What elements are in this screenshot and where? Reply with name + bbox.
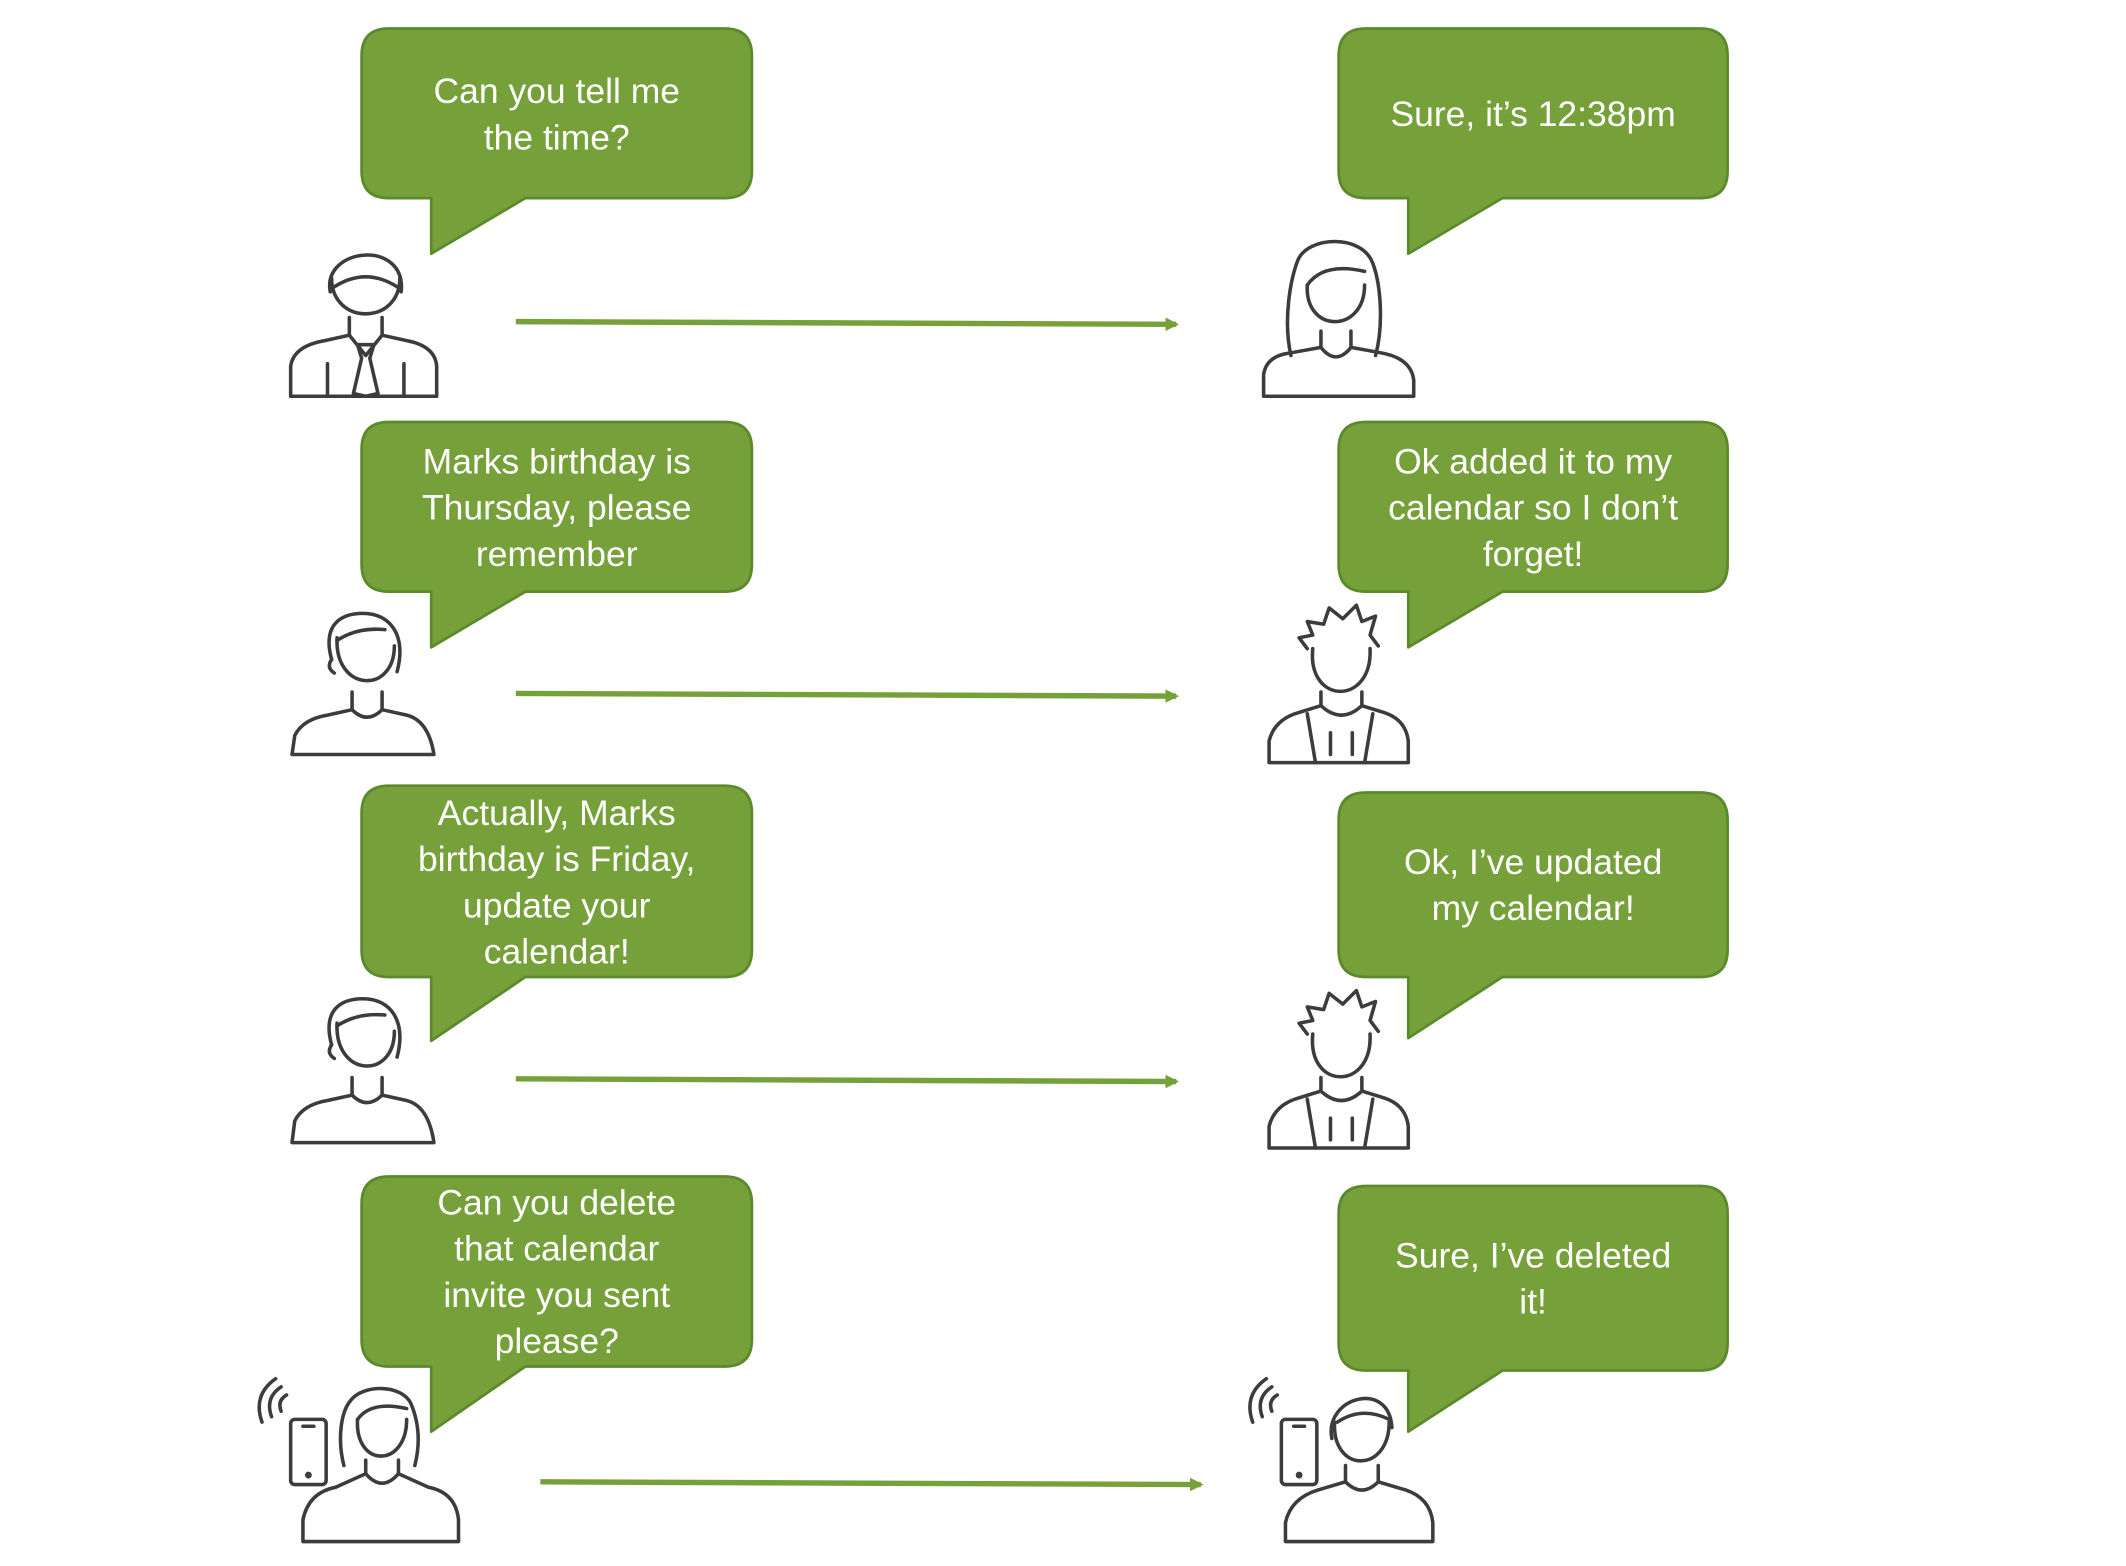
- message-right-1: Sure, it’s 12:38pm: [1352, 28, 1714, 198]
- speech-bubble-left-3: [360, 784, 754, 1043]
- speech-bubble-left-4: [360, 1175, 754, 1433]
- message-left-4-text: Can you delete that calendar invite you …: [437, 1181, 677, 1362]
- message-right-4-text: Sure, I’ve deleted it!: [1395, 1234, 1672, 1322]
- woman-with-smartphone-icon: [257, 1376, 461, 1544]
- young-man-hoodie-icon: [1267, 603, 1411, 765]
- message-right-2-text: Ok added it to my calendar so I don’t fo…: [1388, 440, 1679, 574]
- message-right-4: Sure, I’ve deleted it!: [1366, 1186, 1700, 1371]
- message-left-1: Can you tell me the time?: [389, 28, 725, 198]
- message-left-2: Marks birthday is Thursday, please remem…: [382, 422, 731, 592]
- message-right-1-text: Sure, it’s 12:38pm: [1390, 92, 1676, 134]
- speech-bubble-right-1: [1337, 27, 1729, 256]
- speech-bubble-left-1: [360, 27, 754, 256]
- message-right-2: Ok added it to my calendar so I don’t fo…: [1352, 422, 1714, 592]
- speech-bubble-right-2: [1337, 420, 1729, 649]
- arrow-2: [515, 689, 1180, 703]
- woman-long-hair-icon: [1261, 239, 1416, 399]
- message-left-1-text: Can you tell me the time?: [433, 69, 681, 157]
- businessman-icon: [288, 253, 439, 399]
- man-with-smartphone-icon: [1248, 1376, 1435, 1544]
- speech-bubble-right-3: [1337, 791, 1729, 1040]
- message-left-3-text: Actually, Marks birthday is Friday, upda…: [418, 791, 696, 971]
- young-man-hoodie-icon-2: [1267, 988, 1411, 1150]
- message-left-4: Can you delete that calendar invite you …: [382, 1177, 731, 1367]
- woman-short-hair-icon-2: [290, 996, 436, 1145]
- arrow-1: [515, 317, 1180, 332]
- message-left-3: Actually, Marks birthday is Friday, upda…: [382, 786, 731, 977]
- message-right-3: Ok, I’ve updated my calendar!: [1352, 792, 1714, 977]
- message-right-3-text: Ok, I’ve updated my calendar!: [1403, 841, 1663, 929]
- arrow-4: [540, 1477, 1204, 1492]
- speech-bubble-right-4: [1337, 1184, 1729, 1433]
- speech-bubble-left-2: [360, 420, 754, 649]
- arrow-3: [515, 1074, 1180, 1089]
- message-left-2-text: Marks birthday is Thursday, please remem…: [421, 440, 692, 574]
- woman-short-hair-icon: [290, 611, 436, 757]
